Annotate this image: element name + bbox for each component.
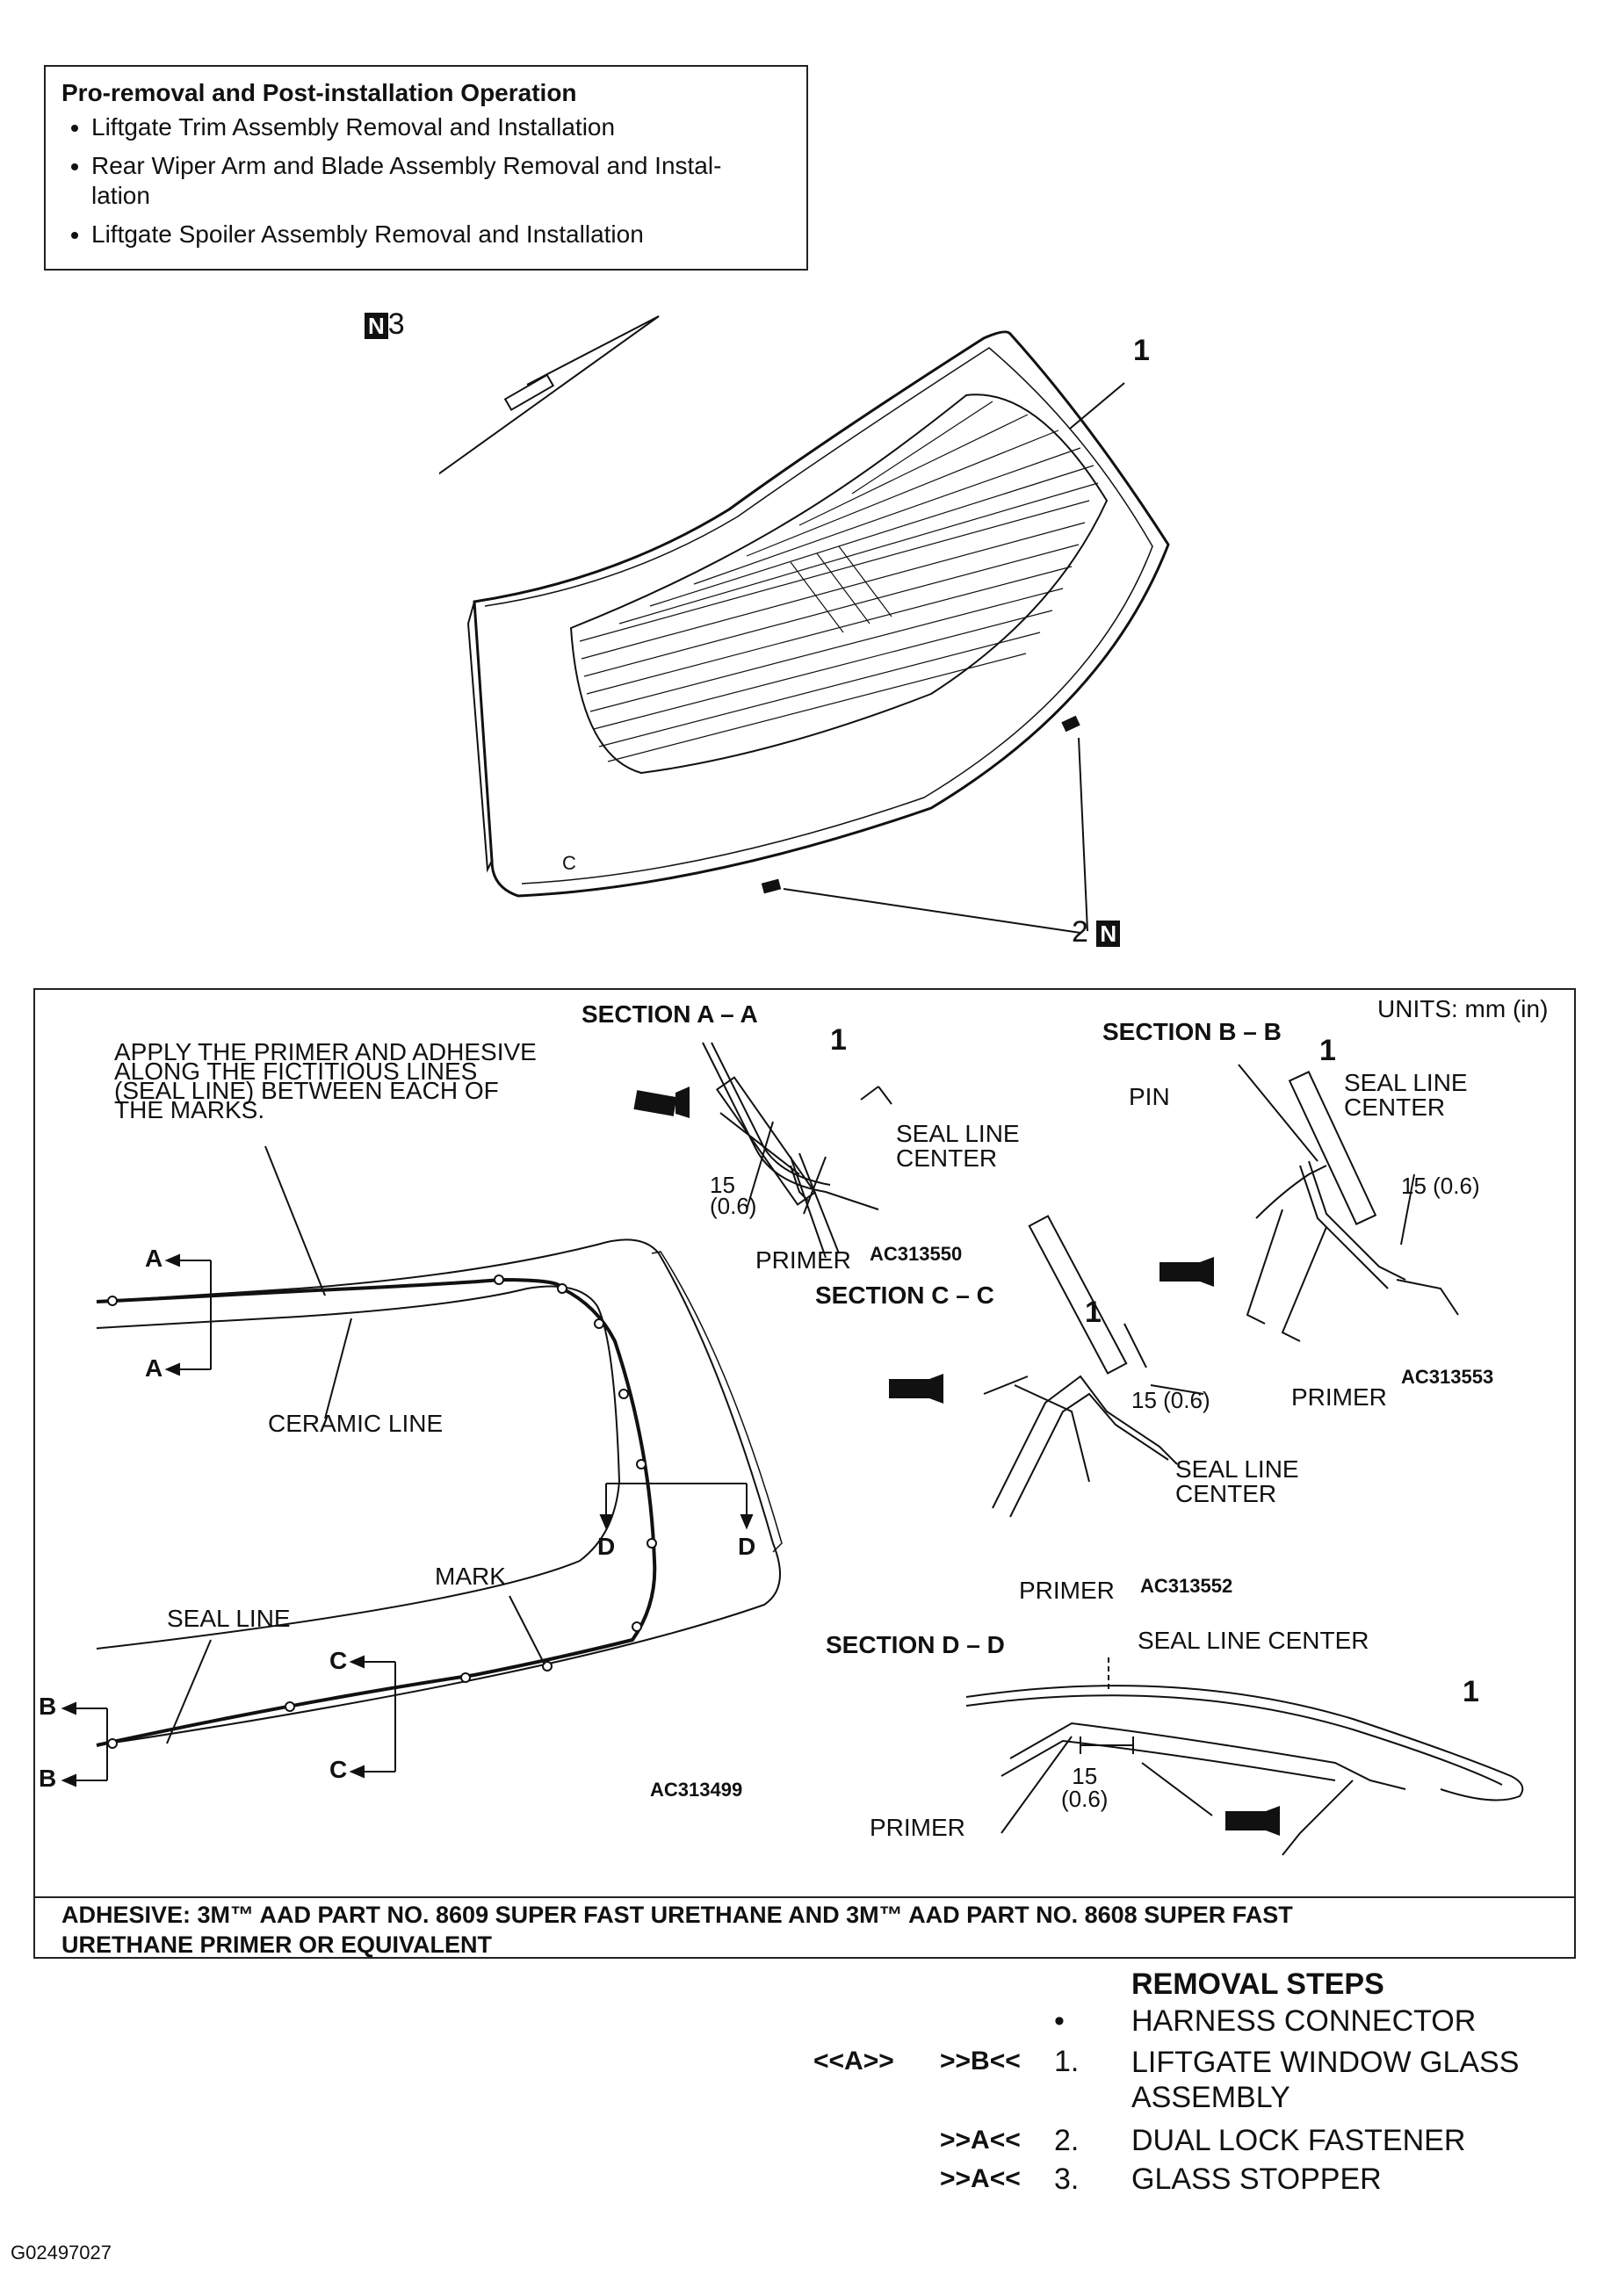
section-d-title: SECTION D – D [826,1631,1005,1658]
step-bullet: • [1054,2004,1065,2038]
section-c-dimension: 15 (0.6) [1131,1387,1210,1413]
step-number: 2. [1054,2124,1080,2157]
section-marker-a: A [145,1245,163,1272]
list-item: Liftgate Trim Assembly Removal and Insta… [91,112,791,142]
removal-steps-title: REMOVAL STEPS [1131,1967,1384,2001]
adhesive-note: ADHESIVE: 3M™ AAD PART NO. 8609 SUPER FA… [61,1902,1293,1958]
section-marker-b: B [39,1765,57,1792]
mark-label: MARK [435,1563,506,1590]
section-b-title: SECTION B – B [1102,1018,1282,1045]
section-a-code: AC313550 [870,1243,963,1265]
callout-1: 1 [1133,334,1150,367]
apply-note: APPLY THE PRIMER AND ADHESIVE ALONG THE … [114,1038,537,1123]
seal-detail-box: UNITS: mm (in) APPLY THE PRIMER AND ADHE… [33,988,1576,1959]
n-badge: N [365,313,388,339]
list-item: Liftgate Spoiler Assembly Removal and In… [91,220,791,249]
glass-outline-detail [96,1238,781,1746]
removal-steps: REMOVAL STEPS • HARNESS CONNECTOR <<A>> … [791,1967,1581,2205]
section-a-seal-label: SEAL LINE CENTER [896,1120,1020,1172]
seal-line-path [96,1277,657,1747]
cartridge-icon [1159,1262,1200,1282]
section-c-code: AC313552 [1140,1575,1233,1597]
ceramic-area [569,393,1109,775]
callout-2-group: 2 N [1072,915,1121,949]
step-text: GLASS STOPPER [1131,2162,1382,2196]
section-c-callout: 1 [1085,1296,1102,1329]
section-b-code: AC313553 [1401,1366,1494,1388]
glass-mark-c: C [562,852,576,874]
step-ref2: >>A<< [940,2164,1021,2193]
section-d-dimension: 15 (0.6) [1061,1763,1109,1812]
section-a-dimension: 15 (0.6) [710,1172,757,1219]
glass-drawing [371,315,1170,934]
step-number: 3. [1054,2162,1080,2196]
section-c-primer-label: PRIMER [1019,1577,1115,1604]
section-a-drawing [702,1042,892,1259]
ceramic-line-path [96,1285,621,1650]
section-d-callout: 1 [1463,1675,1479,1708]
callout-3: 3 [387,307,405,341]
glass-outline [473,330,1170,898]
seal-detail-drawing [61,1042,1524,1856]
pre-removal-title: Pro-removal and Post-installation Operat… [61,79,577,106]
section-marker-d: D [597,1533,616,1560]
cartridge-icon [633,1090,677,1116]
section-c-drawing [983,1215,1204,1518]
section-a-primer-label: PRIMER [755,1246,851,1274]
cartridge-icon [1225,1811,1266,1830]
step-text: DUAL LOCK FASTENER [1131,2124,1466,2157]
main-figure-code: AC313499 [650,1779,743,1801]
pre-removal-box: Pro-removal and Post-installation Operat… [44,65,808,271]
section-d-seal-label: SEAL LINE CENTER [1138,1627,1369,1654]
section-b-seal-label: SEAL LINE CENTER [1344,1069,1468,1121]
section-marker-c: C [329,1756,348,1783]
section-b-primer-label: PRIMER [1291,1383,1387,1411]
adhesive-divider [35,1896,1574,1898]
section-marker-d: D [738,1533,756,1560]
figure-code: G02497027 [11,2242,112,2264]
pre-removal-list: Liftgate Trim Assembly Removal and Insta… [61,112,791,249]
units-label: UNITS: mm (in) [1377,995,1549,1022]
n-badge: N [1096,921,1121,947]
list-item: Rear Wiper Arm and Blade Assembly Remova… [91,151,791,211]
step-text: LIFTGATE WINDOW GLASS ASSEMBLY [1131,2046,1520,2114]
step-ref2: >>A<< [940,2126,1021,2155]
ceramic-line-label: CERAMIC LINE [268,1410,444,1437]
callout-2: 2 [1072,915,1088,949]
section-b-drawing [1238,1064,1459,1342]
section-b-dimension: 15 (0.6) [1401,1173,1480,1199]
step-ref2: >>B<< [940,2047,1021,2076]
section-d-primer-label: PRIMER [870,1814,965,1841]
section-a-callout: 1 [830,1023,847,1057]
section-marker-b: B [39,1693,57,1720]
step-number: 1. [1054,2045,1080,2078]
step-text: HARNESS CONNECTOR [1131,2004,1477,2038]
step-ref1: <<A>> [813,2047,894,2076]
section-d-drawing [965,1657,1524,1856]
section-c-seal-label: SEAL LINE CENTER [1175,1455,1299,1507]
section-marker-c: C [329,1647,348,1674]
defogger-lines [579,401,1099,762]
seal-marks [107,1274,657,1749]
pin-label: PIN [1129,1083,1170,1110]
cartridge-icon [889,1379,929,1398]
section-a-title: SECTION A – A [582,1000,758,1028]
section-b-callout: 1 [1319,1034,1336,1067]
section-marker-a: A [145,1354,163,1382]
seal-line-label: SEAL LINE [167,1605,291,1632]
section-c-title: SECTION C – C [815,1282,994,1309]
